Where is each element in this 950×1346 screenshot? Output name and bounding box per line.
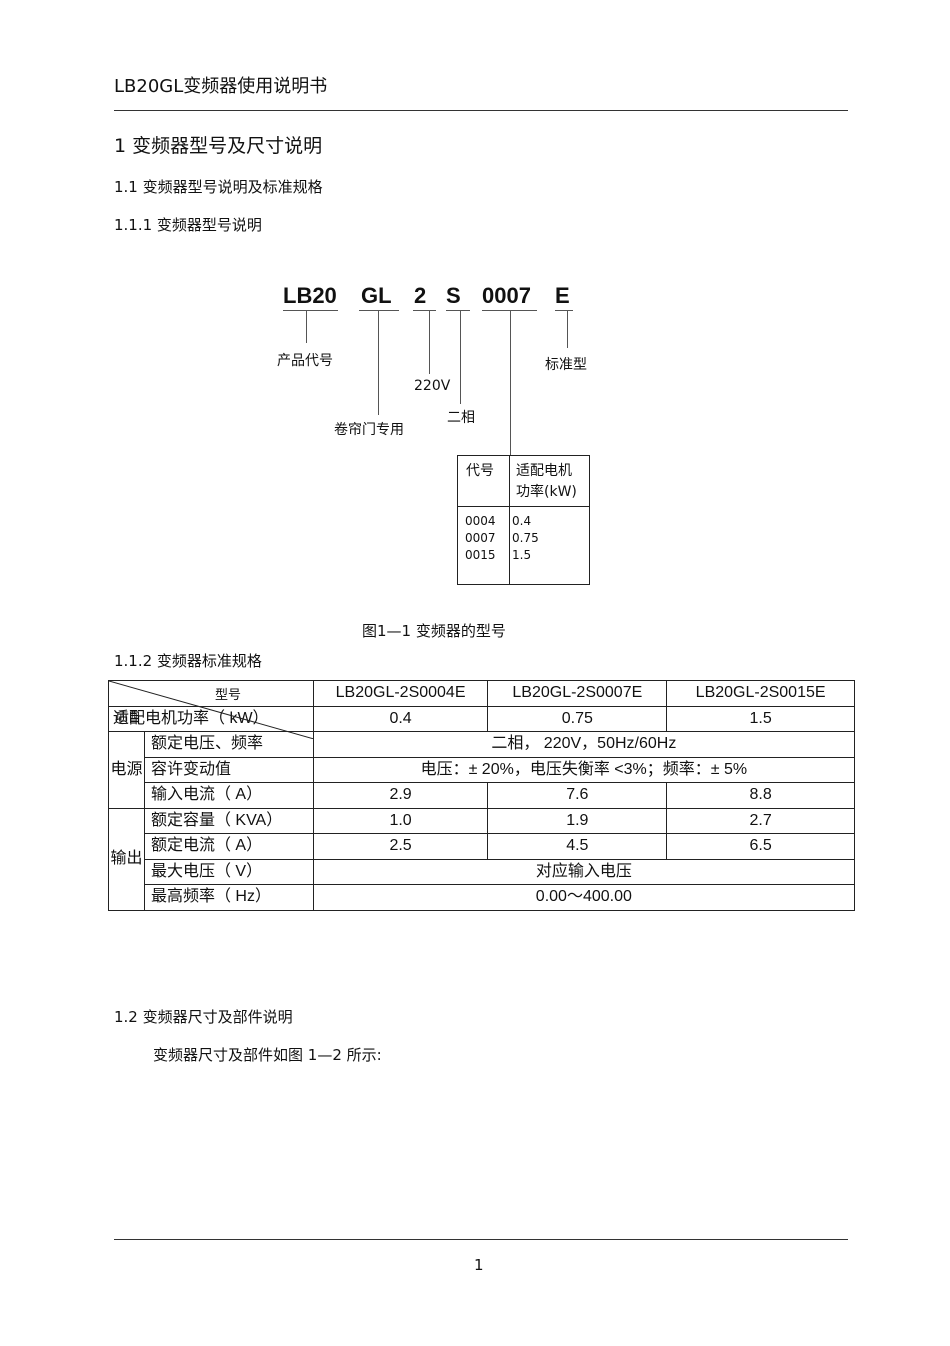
figure-caption: 图1—1 变频器的型号 (362, 622, 506, 640)
header-rule (114, 110, 848, 111)
row-label-rated-current: 额定电流（ A） (143, 833, 314, 860)
cell-value: 2.5 (312, 833, 489, 860)
code-part-power: 0007 (482, 283, 531, 308)
table-row: 电源 额定电压、频率 二相， 220V，50Hz/60Hz (108, 731, 856, 809)
section-heading-1-1-2: 1.1.2 变频器标准规格 (114, 652, 262, 670)
table-row: 最大电压（ V） 对应输入电压 (109, 858, 856, 885)
model-header: LB20GL-2S0015E (666, 680, 855, 707)
cell-value: 1.5 (666, 705, 855, 732)
row-label-rated-voltage: 额定电压、频率 (143, 731, 314, 758)
table-row: 最高频率（ Hz） 0.00～400.00 (109, 884, 856, 911)
power-table-power: 1.5 (512, 548, 532, 562)
power-table-power-header-2: 功率(kW) (516, 484, 577, 500)
cell-value: 对应输入电压 (312, 858, 856, 885)
page-number: 1 (474, 1256, 484, 1274)
code-part-standard: E (555, 283, 570, 308)
leader-phase (460, 311, 461, 404)
cell-value: 6.5 (666, 833, 855, 860)
table-row: 输出 额定容量（ KVA） 1.0 1.9 2.7 (108, 807, 855, 911)
label-voltage: 220V (414, 378, 451, 394)
code-part-voltage: 2 (414, 283, 427, 308)
underline-phase (446, 310, 470, 311)
cell-value: 4.5 (487, 833, 668, 860)
label-roller-door: 卷帘门专用 (334, 422, 404, 438)
section-heading-1-1: 1.1 变频器型号说明及标准规格 (114, 178, 323, 196)
cell-value: 0.00～400.00 (312, 884, 856, 911)
corner-item-label: 项目 (115, 710, 142, 725)
row-label-max-voltage: 最大电压（ V） (143, 858, 314, 885)
power-table-code: 0015 (465, 548, 496, 562)
section-heading-1: 1 变频器型号及尺寸说明 (114, 135, 323, 157)
cell-value: 电压：± 20%，电压失衡率 <3%；频率：± 5% (312, 756, 856, 783)
underline-type (359, 310, 399, 311)
cell-value: 8.8 (666, 782, 855, 809)
leader-series (306, 311, 307, 343)
power-table-power-header-1: 适配电机 (516, 463, 572, 479)
cell-value: 0.75 (487, 705, 668, 732)
table-row: 容许变动值 电压：± 20%，电压失衡率 <3%；频率：± 5% (109, 756, 856, 783)
body-paragraph: 变频器尺寸及部件如图 1—2 所示: (153, 1046, 382, 1064)
power-table-power: 0.4 (512, 514, 532, 528)
corner-model-label: 型号 (215, 687, 242, 702)
row-label-input-current: 输入电流（ A） (143, 782, 314, 809)
model-header: LB20GL-2S0004E (312, 680, 489, 707)
row-label-max-frequency: 最高频率（ Hz） (143, 884, 314, 911)
leader-standard (567, 311, 568, 348)
underline-power (482, 310, 537, 311)
code-part-series: LB20 (283, 283, 337, 308)
code-part-type: GL (361, 283, 392, 308)
cell-value: 7.6 (487, 782, 668, 809)
underline-voltage (413, 310, 436, 311)
cell-value: 1.9 (487, 807, 668, 834)
cell-value: 二相， 220V，50Hz/60Hz (312, 731, 856, 758)
label-phase: 二相 (447, 410, 475, 426)
leader-voltage (429, 311, 430, 374)
power-table-power: 0.75 (512, 531, 539, 545)
group-power-supply: 电源 (108, 731, 145, 809)
power-table-code-header: 代号 (466, 463, 494, 479)
table-row: 型号 项目 LB20GL-2S0004E LB20GL-2S0007E LB20… (108, 680, 855, 739)
cell-value: 2.9 (312, 782, 489, 809)
power-table-code: 0007 (465, 531, 496, 545)
row-label-tolerance: 容许变动值 (143, 756, 314, 783)
leader-type (378, 311, 379, 415)
row-label-rated-capacity: 额定容量（ KVA） (143, 807, 314, 834)
code-part-phase: S (446, 283, 461, 308)
model-header: LB20GL-2S0007E (487, 680, 668, 707)
table-row: 输入电流（ A） 2.9 7.6 8.8 (109, 782, 855, 809)
footer-rule (114, 1239, 848, 1240)
table-row: 额定电流（ A） 2.5 4.5 6.5 (109, 833, 855, 860)
underline-series (283, 310, 338, 311)
group-output: 输出 (108, 807, 145, 911)
spec-table: 型号 项目 LB20GL-2S0004E LB20GL-2S0007E LB20… (108, 680, 856, 911)
power-code-table: 代号 适配电机 功率(kW) 0004 0007 0015 0.4 0.75 1… (457, 455, 590, 585)
leader-power (510, 311, 511, 455)
cell-value: 0.4 (312, 705, 489, 732)
running-header: LB20GL变频器使用说明书 (114, 76, 328, 97)
cell-value: 2.7 (666, 807, 855, 834)
diagonal-line (109, 681, 314, 739)
label-standard: 标准型 (545, 357, 587, 373)
cell-value: 1.0 (312, 807, 489, 834)
section-heading-1-1-1: 1.1.1 变频器型号说明 (114, 216, 262, 234)
power-table-code: 0004 (465, 514, 496, 528)
corner-cell: 型号 项目 (108, 680, 314, 739)
section-heading-1-2: 1.2 变频器尺寸及部件说明 (114, 1008, 293, 1026)
underline-standard (555, 310, 573, 311)
label-product-code: 产品代号 (277, 353, 333, 369)
